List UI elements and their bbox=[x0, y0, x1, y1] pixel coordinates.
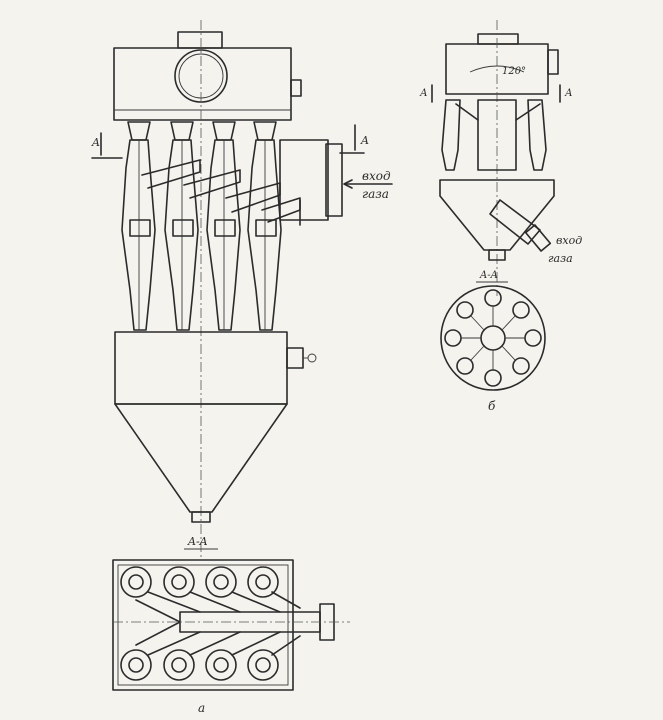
bunker-cone bbox=[114, 403, 288, 513]
view-b-caption: б bbox=[488, 399, 496, 413]
main-view-a: A A bbox=[91, 20, 393, 560]
section-aa-label-right: A-A bbox=[479, 270, 498, 281]
right-plan-circle bbox=[440, 285, 546, 391]
cyclone-2 bbox=[164, 121, 199, 331]
cyclone-3 bbox=[206, 121, 241, 331]
right-top-housing bbox=[445, 43, 549, 95]
view-b: 120° А А вход газа A-A bbox=[419, 20, 582, 413]
angle-label: 120° bbox=[502, 66, 526, 77]
small-a-right: А bbox=[564, 88, 573, 99]
inlet-label-2: газа bbox=[362, 187, 389, 201]
plan-view-aa: A-A а bbox=[112, 535, 350, 715]
outlet-label-2: газа bbox=[548, 252, 573, 265]
small-a-left: А bbox=[419, 88, 428, 99]
cyclone-1 bbox=[121, 121, 156, 331]
inlet-header bbox=[279, 139, 329, 221]
section-mark-right: A bbox=[360, 134, 369, 147]
outlet-label: вход bbox=[556, 234, 582, 247]
top-nozzle bbox=[177, 31, 223, 49]
section-aa-label-bottom: A-A bbox=[187, 535, 208, 548]
section-mark-left: A bbox=[91, 136, 100, 149]
cyclone-4 bbox=[247, 121, 282, 331]
top-collector bbox=[113, 47, 292, 121]
view-a-caption: а bbox=[198, 701, 205, 715]
inlet-label: вход bbox=[362, 169, 391, 183]
